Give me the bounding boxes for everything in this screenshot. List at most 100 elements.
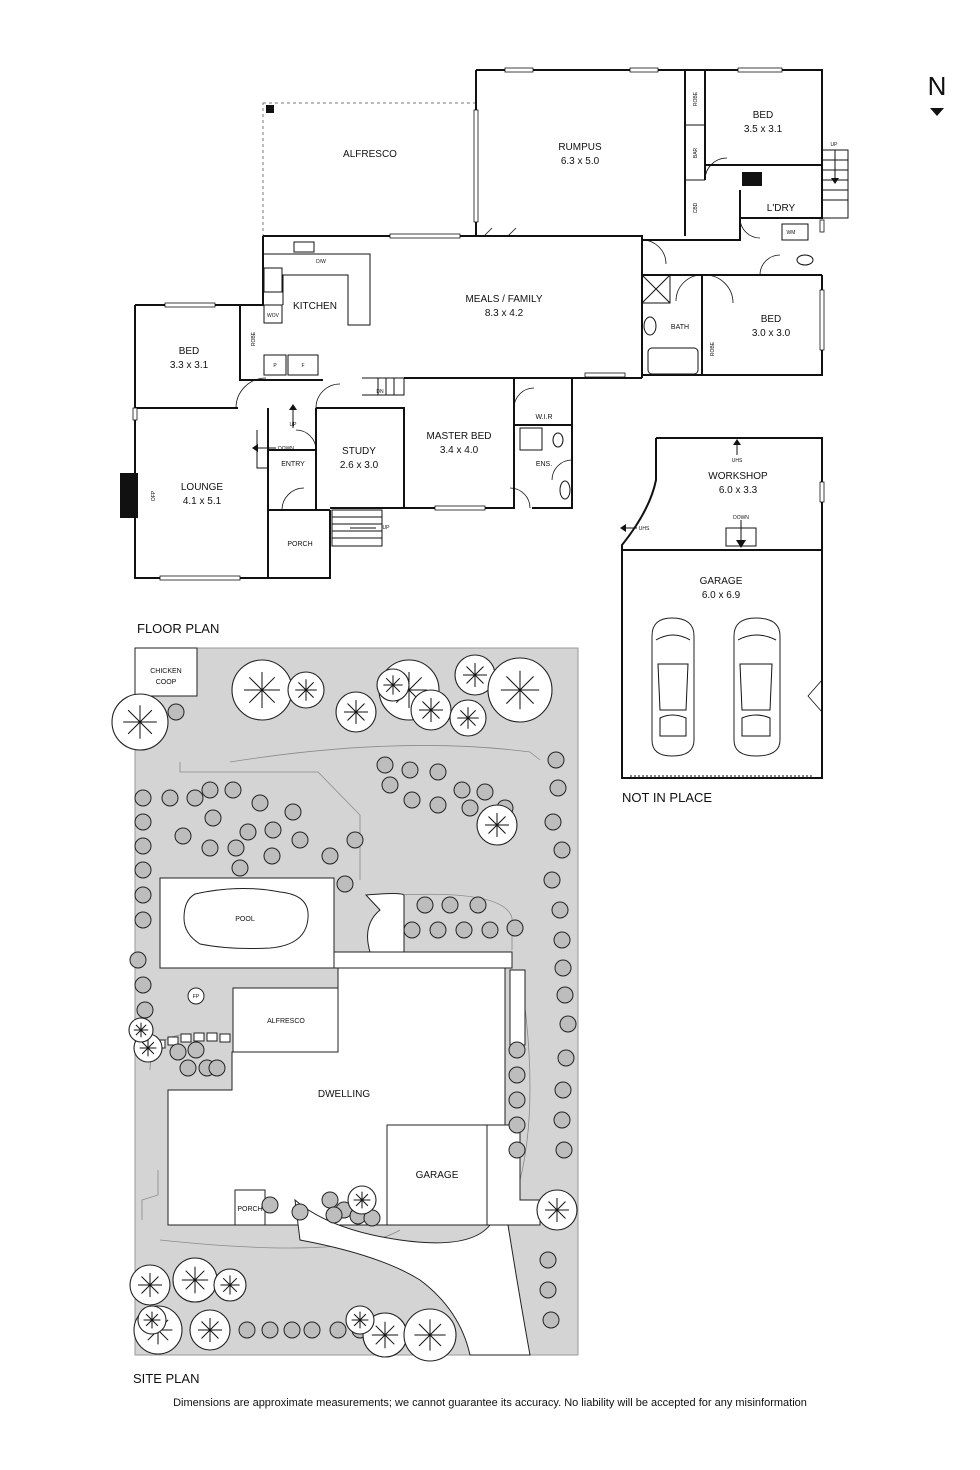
shrub-icon [134,976,152,994]
shrub-icon [134,789,152,807]
robe-label: ROBE [251,331,257,346]
room-rumpus: RUMPUS [558,142,602,153]
room-workshop-size: 6.0 x 3.3 [719,485,758,496]
room-rumpus-size: 6.3 x 5.0 [561,156,600,167]
shrubs [129,703,577,1339]
ensuite-shower [519,427,543,451]
tree-icon [345,1305,375,1335]
shrub-icon [291,1203,309,1221]
outbuilding-title: NOT IN PLACE [622,790,712,805]
west-wing-wall [134,304,331,579]
site-alfresco [232,987,339,1053]
shrub-icon [542,1311,560,1329]
dw-label: D/W [316,259,326,265]
shrub-icon [329,1321,347,1339]
shrub-icon [134,837,152,855]
site-plan: CHICKEN COOP POOL ALFRESCO DWELLING GARA… [111,647,579,1386]
shrub-icon [543,871,561,889]
site-porch-label: PORCH [237,1206,262,1213]
wov-label: WOV [267,313,280,319]
up-label: UP [831,142,839,148]
shrub-icon [508,1116,526,1134]
shrub-icon [544,813,562,831]
room-study-size: 2.6 x 3.0 [340,460,379,471]
room-lounge: LOUNGE [181,482,224,493]
shrub-icon [403,921,421,939]
tree-icon [111,693,169,751]
uhs-label: UHS [639,526,650,532]
shrub-icon [508,1141,526,1159]
study-master-walls [316,377,573,509]
dn-label: DN [376,389,384,395]
room-bed-ne: BED [753,110,774,121]
shrub-icon [476,783,494,801]
room-meals-family: MEALS / FAMILY [465,294,542,305]
tree-icon [536,1189,578,1231]
shrub-icon [134,886,152,904]
wall-oven [263,304,283,324]
tree-icon [376,668,410,702]
cooktop [263,267,283,293]
shrub-icon [346,831,364,849]
tree-icon [403,1308,457,1362]
fire-pit [187,987,205,1005]
shrub-icon [201,839,219,857]
pantry-label: P [273,363,277,369]
fridge-label: F [301,363,304,369]
tree-icon [189,1309,231,1351]
shrub-icon [261,1196,279,1214]
room-lounge-size: 4.1 x 5.1 [183,496,222,507]
house-wall-east [263,235,823,376]
room-meals-family-size: 8.3 x 4.2 [485,308,524,319]
workshop-stairs [725,527,757,547]
shrub-icon [469,896,487,914]
shrub-icon [508,1091,526,1109]
down-label: DOWN [278,446,294,452]
tree-icon [476,804,518,846]
shrub-icon [284,803,302,821]
site-garage [386,1124,488,1226]
cbd-label: CBD [693,202,699,213]
shrub-icon [376,756,394,774]
shrub-icon [303,1321,321,1339]
room-bath: BATH [671,324,689,331]
room-entry: ENTRY [281,461,305,468]
ofp-label: OFP [151,490,157,501]
room-laundry: L'DRY [767,203,796,214]
shrub-icon [169,1043,187,1061]
shrub-icon [559,1015,577,1033]
shrub-icon [134,911,152,929]
shrub-icon [208,1059,226,1077]
shrub-icon [557,1049,575,1067]
site-chicken-coop-line1: CHICKEN [150,668,182,675]
site-porch [234,1189,266,1226]
room-outbuilding-garage-size: 6.0 x 6.9 [702,590,741,601]
shrub-icon [283,1321,301,1339]
tree-icon [287,671,325,709]
shrub-icon [429,921,447,939]
north-arrow-icon [930,108,944,116]
shrub-icon [179,1059,197,1077]
shrub-icon [129,951,147,969]
shrub-icon [556,986,574,1004]
shrub-icon [187,1041,205,1059]
shrub-icon [508,1066,526,1084]
shrub-icon [161,789,179,807]
driveway [294,1198,531,1356]
site-chicken-coop-line2: COOP [156,679,177,686]
pantry [263,354,287,376]
shrub-icon [381,776,399,794]
room-bed-e-size: 3.0 x 3.0 [752,328,791,339]
site-garage-label: GARAGE [416,1170,459,1181]
room-ensuite: ENS. [536,461,552,468]
tree-icon [231,659,293,721]
shrub-icon [506,919,524,937]
shower [641,274,671,304]
fridge-space [287,354,319,376]
washing-machine [781,223,809,241]
room-porch: PORCH [287,541,312,548]
room-bed-w: BED [179,346,200,357]
shrub-icon [554,1081,572,1099]
shrub-icon [134,813,152,831]
shrub-icon [403,791,421,809]
